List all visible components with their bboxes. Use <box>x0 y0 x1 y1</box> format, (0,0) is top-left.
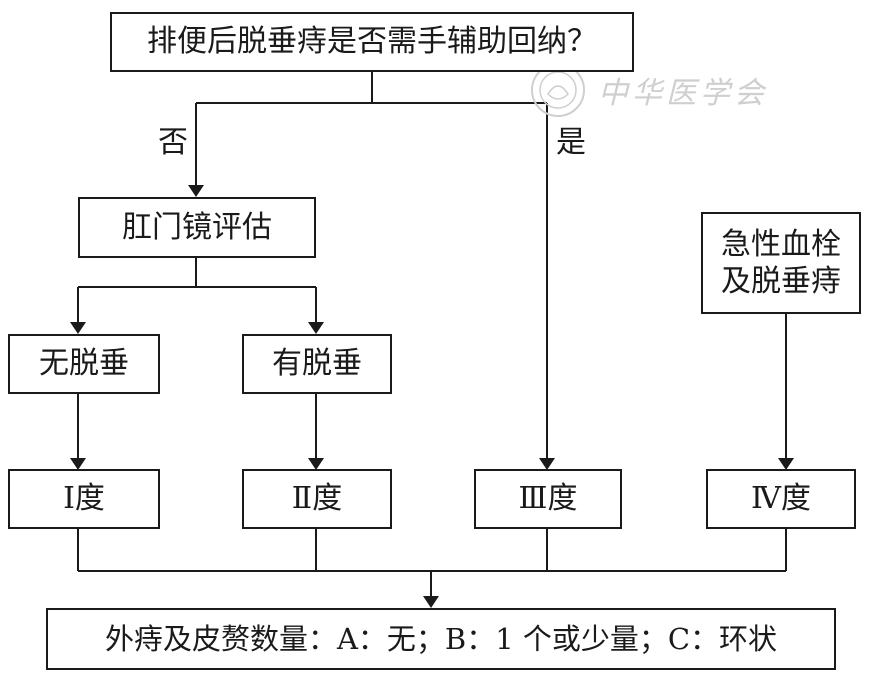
bottom-classification-box: 外痔及皮赘数量：A：无；B：1 个或少量；C：环状 <box>46 608 836 670</box>
question-box: 排便后脱垂痔是否需手辅助回纳？ <box>110 12 634 72</box>
acute-thrombosed-box: 急性血栓 及脱垂痔 <box>701 212 861 314</box>
grade3-box: Ⅲ度 <box>474 469 622 529</box>
grade1-box: Ⅰ度 <box>8 469 160 529</box>
anoscope-box: 肛门镜评估 <box>78 197 316 258</box>
prolapse-box: 有脱垂 <box>242 334 392 394</box>
watermark: 中华医学会 <box>528 60 818 120</box>
label-yes: 是 <box>556 125 586 160</box>
label-no: 否 <box>158 125 188 160</box>
watermark-text: 中华医学会 <box>598 76 768 111</box>
grade2-box: Ⅱ度 <box>242 469 392 529</box>
acute-line2: 及脱垂痔 <box>721 264 841 299</box>
acute-line1: 急性血栓 <box>721 226 841 262</box>
no-prolapse-box: 无脱垂 <box>8 334 160 394</box>
grade4-box: Ⅳ度 <box>706 469 856 529</box>
